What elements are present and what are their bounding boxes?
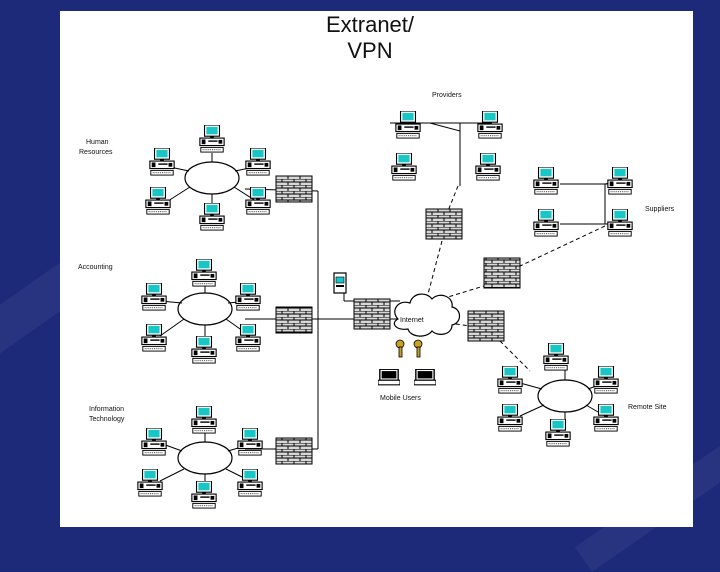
workstation-icon <box>593 404 619 432</box>
workstation-icon <box>199 125 225 153</box>
mobile-laptops <box>378 369 436 386</box>
slide-title-line-1: Extranet/ <box>325 12 415 37</box>
firewall-remote <box>467 310 505 342</box>
workstation-icon <box>141 324 167 352</box>
workstation-icon <box>607 167 633 195</box>
firewall-providers <box>425 208 463 240</box>
workstation-icon <box>191 406 217 434</box>
remote-site-workstations <box>497 343 619 447</box>
workstation-icon <box>235 283 261 311</box>
it-workstations <box>137 406 263 509</box>
workstation-icon <box>497 404 523 432</box>
workstation-icon <box>497 366 523 394</box>
workstation-icon <box>237 428 263 456</box>
label-mobile-users: Mobile Users <box>380 395 421 402</box>
workstation-icon <box>395 111 421 139</box>
workstation-icon <box>391 153 417 181</box>
diagram-labels: Providers Human Resources Suppliers Acco… <box>78 92 675 423</box>
vpn-key-icons <box>395 339 423 358</box>
supplier-workstations <box>533 167 633 237</box>
workstation-icon <box>145 187 171 215</box>
workstation-icon <box>533 167 559 195</box>
provider-workstations <box>391 111 503 181</box>
firewall-accounting <box>275 306 313 334</box>
label-information-technology-2: Technology <box>89 416 125 423</box>
workstation-icon <box>141 283 167 311</box>
label-accounting: Accounting <box>78 264 113 271</box>
firewall-hr <box>275 175 313 203</box>
slide-title-line-2: VPN <box>347 38 393 63</box>
firewall-it <box>275 437 313 465</box>
internet-cloud <box>393 293 461 337</box>
label-providers: Providers <box>432 92 462 99</box>
firewall-suppliers <box>483 257 521 289</box>
firewalls <box>275 175 521 465</box>
workstation-icon <box>477 111 503 139</box>
modem-device <box>333 272 347 294</box>
label-remote-site: Remote Site <box>628 404 667 411</box>
workstation-icon <box>245 187 271 215</box>
workstation-icon <box>245 148 271 176</box>
accounting-workstations <box>141 259 261 364</box>
workstation-icon <box>141 428 167 456</box>
workstation-icon <box>149 148 175 176</box>
workstation-icon <box>191 481 217 509</box>
firewall-internet <box>353 298 391 330</box>
hr-workstations <box>145 125 271 231</box>
workstation-icon <box>191 336 217 364</box>
label-human-resources-1: Human <box>86 139 109 146</box>
label-internet: Internet <box>400 317 424 324</box>
slide: Extranet/ VPN <box>60 11 693 527</box>
workstation-icon <box>533 209 559 237</box>
laptop-icon <box>378 369 400 386</box>
label-information-technology-1: Information <box>89 406 124 413</box>
network-diagram: Providers Human Resources Suppliers Acco… <box>78 92 675 509</box>
label-human-resources-2: Resources <box>79 149 113 156</box>
workstation-icon <box>543 343 569 371</box>
workstation-icon <box>137 469 163 497</box>
workstation-icon <box>545 419 571 447</box>
workstation-icon <box>475 153 501 181</box>
backbone-lines <box>244 122 621 450</box>
workstation-icon <box>199 203 225 231</box>
workstation-icon <box>593 366 619 394</box>
workstation-icon <box>607 209 633 237</box>
laptop-icon <box>414 369 436 386</box>
workstation-icon <box>237 469 263 497</box>
workstation-icon <box>191 259 217 287</box>
label-suppliers: Suppliers <box>645 206 675 213</box>
